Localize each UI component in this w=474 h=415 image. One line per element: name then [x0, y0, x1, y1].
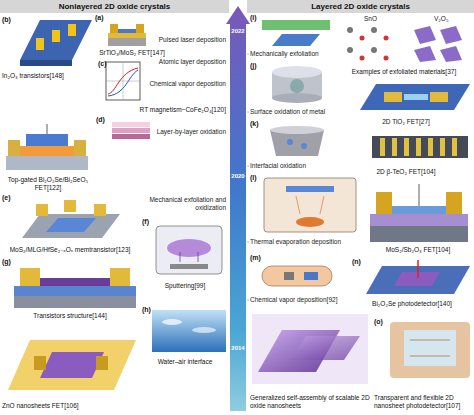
water-air-interface	[152, 310, 226, 352]
figure-panel: Generalized self-assembly of scalable 2D…	[250, 312, 370, 410]
figure-panel: (m)	[250, 254, 334, 294]
mos2-sb2o3-fet	[370, 184, 468, 242]
method-label: Surface oxidation of metal	[250, 108, 325, 116]
exfoliation-tape	[262, 20, 330, 46]
panel-caption: Bi₂O₂Se photodetector[140]	[352, 300, 472, 308]
figure-panel: Examples of exfoliated materials[37]	[336, 14, 472, 76]
panel-letter: (f)	[142, 218, 149, 226]
panel-letter: (e)	[2, 194, 11, 202]
figure-panel: (i)	[250, 14, 334, 48]
method-label: SnO	[364, 15, 377, 23]
panel-caption: ZnO nanosheets FET[106]	[2, 402, 138, 410]
panel-caption: In₂O₃ transistors[148]	[2, 72, 94, 80]
panel-letter: (c)	[98, 60, 107, 68]
method-label: Thermal evaporation deposition	[250, 238, 341, 246]
panel-caption: SrTiO₃/MoS₂ FET[147]	[95, 49, 169, 57]
panel-caption: Examples of exfoliated materials[37]	[336, 68, 472, 76]
panel-caption: 2D β-TeO₂ FET[104]	[340, 168, 472, 176]
panel-letter: (h)	[142, 306, 151, 314]
method-label: Mechanical exfoliation and oxidization	[140, 196, 226, 212]
timeline-year: 2014	[230, 344, 246, 352]
panel-letter: (m)	[250, 254, 261, 262]
panel-caption: MoS₂/Sb₂O₃ FET[104]	[364, 246, 472, 254]
figure-panel: ZnO nanosheets FET[106]	[2, 330, 138, 410]
figure-panel: (f) Sputtering[99]	[142, 218, 228, 290]
timeline-year: 2022	[230, 27, 246, 35]
panel-letter: (n)	[352, 258, 361, 266]
transistor-stack	[14, 268, 136, 308]
figure-panel: (d)	[96, 116, 152, 142]
sputtering-chamber	[156, 226, 222, 274]
panel-letter: (b)	[2, 16, 11, 24]
panel-letter: (a)	[95, 14, 104, 22]
panel-caption: Water–air interface	[142, 358, 228, 366]
timeline-year: 2020	[230, 172, 246, 180]
method-label: Chemical vapor deposition	[149, 80, 226, 88]
panel-letter: (j)	[250, 62, 257, 70]
section-header: Layered 2D oxide crystals	[247, 0, 474, 13]
method-label: Layer-by-layer oxidation	[157, 128, 226, 136]
memtransistor	[22, 200, 120, 238]
panel-caption: Generalized self-assembly of scalable 2D…	[250, 394, 370, 410]
panel-caption: MoS₂/MLG/HfSe₂₋ₓOₓ memtransistor[123]	[2, 246, 138, 254]
method-label: Chemical vapor deposition[92]	[250, 296, 337, 304]
panel-caption: 2D TiO₂ FET[27]	[340, 118, 472, 126]
panel-letter: (o)	[374, 318, 383, 326]
panel-letter: (i)	[250, 14, 257, 22]
figure-panel: (h) Water–air interface	[142, 306, 228, 366]
panel-caption: Sputtering[99]	[142, 282, 228, 290]
panel-caption: RT magnetism~CoFe₂O₄[120]	[98, 106, 226, 114]
figure-panel: (g) Transistors structure[144]	[2, 258, 138, 320]
timeline-arrow	[226, 6, 250, 411]
panel-caption: Transistors structure[144]	[2, 312, 138, 320]
in2o3-device	[20, 20, 92, 66]
interfacial-oxidation	[270, 126, 324, 156]
photodetector	[366, 260, 470, 294]
panel-letter: (l)	[250, 174, 257, 182]
zno-fet	[8, 340, 136, 390]
method-label: V₂O₅	[434, 15, 449, 23]
magnetism-plot	[106, 62, 140, 100]
panel-letter: (g)	[2, 258, 11, 266]
cvd-furnace	[262, 266, 332, 286]
method-label: Pulsed laser deposition	[159, 36, 226, 44]
panel-caption: Top-gated Bi₂O₂Se/Bi₂SeO₅ FET[122]	[2, 176, 94, 192]
section-header: Nonlayered 2D oxide crystals	[0, 0, 229, 13]
method-label: Atomic layer deposition	[159, 58, 226, 66]
figure-panel: (b) In₂O₃ transistors[148]	[2, 16, 94, 80]
method-label: Interfacial oxidation	[250, 162, 306, 170]
header-text: Layered 2D oxide crystals	[311, 2, 410, 12]
panel-letter: (d)	[96, 116, 105, 124]
leader-ticks	[247, 54, 249, 300]
crystal-structures	[347, 26, 462, 62]
header-text: Nonlayered 2D oxide crystals	[59, 2, 171, 12]
tio2-fet	[360, 84, 470, 110]
figure-panel: 2D TiO₂ FET[27]	[340, 80, 472, 126]
figure-panel: (e) MoS₂/MLG/HfSe₂₋ₓOₓ memtransistor[123]	[2, 194, 138, 254]
figure-panel: 2D β-TeO₂ FET[104]	[340, 132, 472, 176]
figure-panel: (l)	[250, 174, 360, 236]
figure-panel: (k)	[250, 120, 334, 160]
figure-panel: (j)	[250, 62, 334, 106]
panel-letter: (k)	[250, 120, 259, 128]
metal-oxidation	[272, 66, 322, 103]
flexible-photo	[390, 322, 470, 378]
figure-panel: MoS₂/Sb₂O₃ FET[104]	[364, 178, 472, 254]
teo2-fet	[372, 136, 468, 158]
figure-panel: (a) SrTiO₃/MoS₂ FET[147]	[95, 14, 169, 57]
figure-panel: Top-gated Bi₂O₂Se/Bi₂SeO₅ FET[122]	[2, 120, 94, 192]
layer-oxidation	[112, 122, 150, 139]
method-label: Mechanically exfoliation	[250, 50, 319, 58]
thermal-evaporation	[264, 178, 356, 232]
panel-caption: Transparent and flexible 2D nanosheet ph…	[374, 394, 472, 410]
figure-panel: (o) Transparent and flexible 2D nanosheet…	[374, 318, 472, 410]
srtio3-device	[108, 24, 146, 46]
nanosheet-assembly	[252, 314, 368, 384]
figure-panel: (n) Bi₂O₂Se photodetector[140]	[352, 258, 472, 308]
top-gated-fet	[6, 124, 88, 170]
